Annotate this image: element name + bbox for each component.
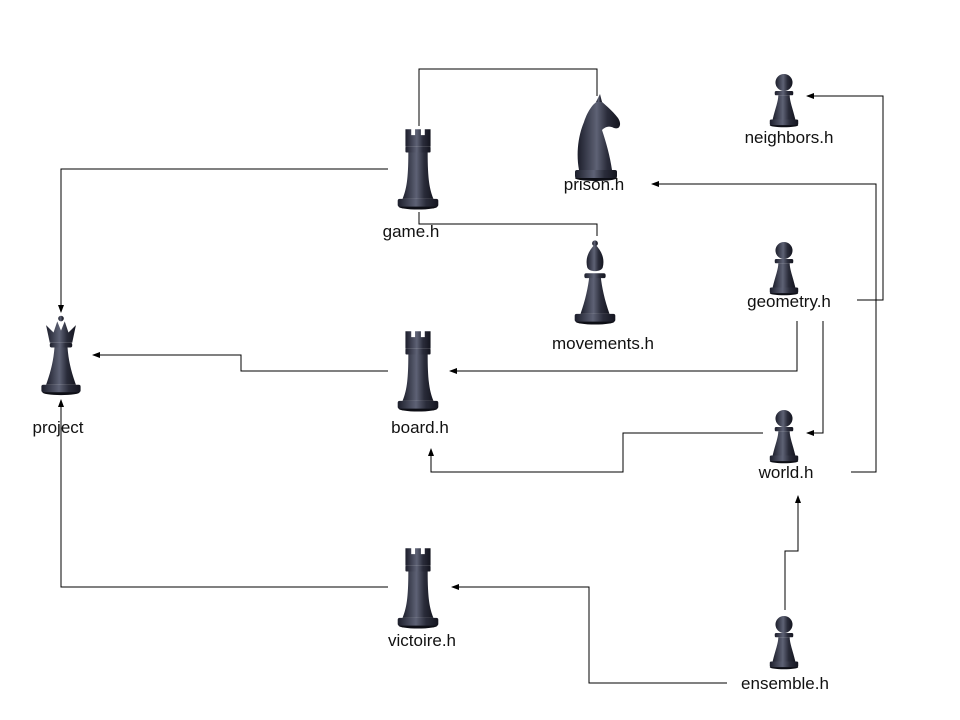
node-movements[interactable]: movements.h bbox=[552, 240, 654, 353]
node-label-board: board.h bbox=[391, 418, 449, 437]
node-label-victoire: victoire.h bbox=[388, 631, 456, 650]
edge-game-to-movements bbox=[418, 212, 598, 236]
node-neighbors[interactable]: neighbors.h bbox=[745, 73, 834, 147]
node-victoire[interactable]: victoire.h bbox=[388, 548, 456, 650]
node-world[interactable]: world.h bbox=[758, 409, 814, 482]
node-label-movements: movements.h bbox=[552, 334, 654, 353]
node-label-neighbors: neighbors.h bbox=[745, 128, 834, 147]
edge-geometry-to-neighbors bbox=[806, 93, 884, 301]
pawn-piece-icon bbox=[769, 241, 799, 296]
edge-ensemble-to-world bbox=[784, 495, 801, 610]
edges bbox=[58, 68, 884, 684]
edge-geometry-to-board bbox=[449, 321, 798, 374]
edge-world-to-prison bbox=[651, 181, 877, 473]
node-project[interactable]: project bbox=[32, 315, 84, 437]
edge-board-to-project bbox=[92, 352, 388, 372]
pawn-piece-icon bbox=[769, 73, 799, 128]
edge-world-to-board bbox=[428, 432, 763, 473]
node-prison[interactable]: prison.h bbox=[564, 94, 624, 194]
node-label-geometry: geometry.h bbox=[747, 292, 831, 311]
knight-piece-icon bbox=[575, 94, 621, 181]
edge-victoire-to-project bbox=[58, 399, 388, 588]
edge-game-to-project bbox=[58, 168, 388, 313]
pawn-piece-icon bbox=[769, 615, 799, 670]
edge-ensemble-to-victoire bbox=[451, 584, 727, 684]
node-label-world: world.h bbox=[758, 463, 814, 482]
edge-geometry-to-world bbox=[806, 321, 824, 436]
bishop-piece-icon bbox=[574, 240, 616, 325]
edge-game-to-prison bbox=[418, 68, 598, 126]
node-board[interactable]: board.h bbox=[391, 331, 449, 437]
queen-piece-icon bbox=[41, 315, 81, 396]
pawn-piece-icon bbox=[769, 409, 799, 464]
rook-piece-icon bbox=[397, 548, 439, 629]
node-geometry[interactable]: geometry.h bbox=[747, 241, 831, 311]
rook-piece-icon bbox=[397, 331, 439, 412]
node-label-prison: prison.h bbox=[564, 175, 624, 194]
node-ensemble[interactable]: ensemble.h bbox=[741, 615, 829, 693]
node-game[interactable]: game.h bbox=[383, 129, 440, 241]
node-label-project: project bbox=[32, 418, 83, 437]
node-label-ensemble: ensemble.h bbox=[741, 674, 829, 693]
node-label-game: game.h bbox=[383, 222, 440, 241]
rook-piece-icon bbox=[397, 129, 439, 210]
